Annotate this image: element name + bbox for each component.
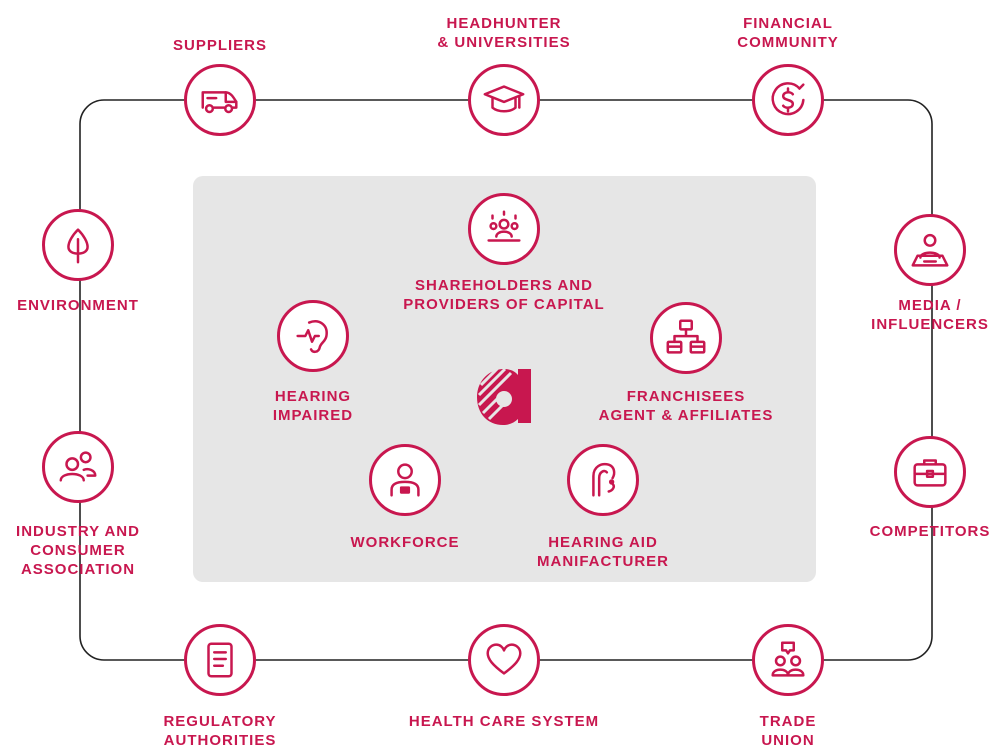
label-workforce: WORKFORCE [351, 533, 460, 552]
label-line: TRADE [759, 713, 817, 730]
label-line: HEARING AID [548, 534, 658, 551]
label-line: FINANCIAL [743, 15, 833, 32]
label-environment: ENVIRONMENT [17, 296, 139, 315]
label-regulatory: REGULATORY AUTHORITIES [163, 712, 276, 750]
label-line: FRANCHISEES [626, 388, 746, 405]
label-line: PROVIDERS OF CAPITAL [403, 296, 605, 313]
label-media: MEDIA / INFLUENCERS [871, 296, 989, 334]
label-line: HEARING [274, 388, 352, 405]
org-chart-icon [650, 302, 722, 374]
label-suppliers: SUPPLIERS [173, 36, 267, 55]
label-industry: INDUSTRY AND CONSUMER ASSOCIATION [16, 522, 140, 579]
hearing-aid-icon [567, 444, 639, 516]
label-financial: FINANCIAL COMMUNITY [737, 14, 839, 52]
label-line: AUTHORITIES [163, 732, 277, 749]
leaf-icon [42, 209, 114, 281]
label-line: COMMUNITY [737, 34, 839, 51]
label-headhunter: HEADHUNTER & UNIVERSITIES [437, 14, 570, 52]
label-shareholders: SHAREHOLDERS AND PROVIDERS OF CAPITAL [403, 276, 604, 314]
presenter-icon [894, 214, 966, 286]
label-line: CONSUMER [30, 542, 126, 559]
label-line: COMPETITORS [869, 523, 991, 540]
van-icon [184, 64, 256, 136]
heart-icon [468, 624, 540, 696]
employee-icon [369, 444, 441, 516]
label-manufacturer: HEARING AID MANIFACTURER [537, 533, 669, 571]
label-franchisees: FRANCHISEES AGENT & AFFILIATES [599, 387, 774, 425]
label-line: & UNIVERSITIES [437, 34, 571, 51]
label-line: HEALTH CARE SYSTEM [408, 713, 600, 730]
label-health-care: HEALTH CARE SYSTEM [409, 712, 599, 731]
label-line: AGENT & AFFILIATES [598, 407, 774, 424]
label-line: WORKFORCE [350, 534, 460, 551]
meeting-icon [468, 193, 540, 265]
label-line: REGULATORY [163, 713, 277, 730]
label-line: HEADHUNTER [446, 15, 562, 32]
dollar-coin-icon [752, 64, 824, 136]
label-line: UNION [761, 732, 815, 749]
group-speech-icon [752, 624, 824, 696]
label-line: IMPAIRED [272, 407, 354, 424]
label-line: INFLUENCERS [871, 316, 989, 333]
people-icon [42, 431, 114, 503]
label-hearing-impaired: HEARING IMPAIRED [273, 387, 353, 425]
graduation-cap-icon [468, 64, 540, 136]
briefcase-icon [894, 436, 966, 508]
label-competitors: COMPETITORS [870, 522, 991, 541]
ear-pulse-icon [277, 300, 349, 372]
amplifon-logo-icon [477, 365, 531, 425]
label-line: INDUSTRY AND [16, 523, 140, 540]
label-line: MANIFACTURER [537, 553, 669, 570]
label-trade-union: TRADE UNION [760, 712, 817, 750]
label-line: SUPPLIERS [172, 37, 268, 54]
label-line: ENVIRONMENT [17, 297, 139, 314]
label-line: MEDIA / [898, 297, 962, 314]
document-icon [184, 624, 256, 696]
label-line: SHAREHOLDERS AND [415, 277, 593, 294]
label-line: ASSOCIATION [20, 561, 136, 578]
